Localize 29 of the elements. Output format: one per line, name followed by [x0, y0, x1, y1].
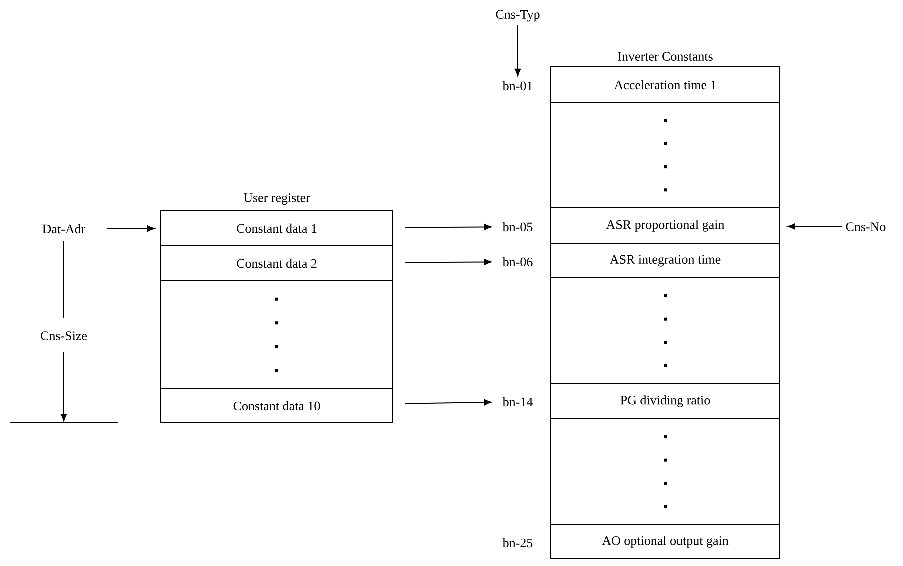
table-cell: Constant data 10 [160, 388, 394, 424]
signal-label: bn-14 [502, 397, 533, 407]
arrow [405, 259, 492, 266]
signal-label: bn-06 [502, 257, 533, 267]
ellipsis-cell [550, 278, 780, 384]
signal-label: Cns-No [846, 222, 886, 232]
ellipsis-cell [160, 280, 394, 390]
table-cell: ASR proportional gain [550, 208, 780, 244]
table-cell: ASR integration time [550, 244, 780, 278]
arrow [405, 224, 492, 230]
ellipsis-cell [550, 418, 780, 526]
table-cell: Constant data 1 [160, 210, 394, 246]
ellipsis-cell [550, 102, 780, 208]
node-label: User register [244, 194, 310, 206]
node-label: Inverter Constants [618, 52, 713, 62]
arrow [514, 24, 522, 76]
arrow [788, 224, 843, 230]
signal-label: Dat-Adr [42, 224, 86, 234]
signal-label: bn-01 [502, 81, 532, 91]
table-cell: PG dividing ratio [550, 384, 780, 420]
signal-label: bn-05 [502, 222, 533, 232]
table-cell: Acceleration time 1 [550, 66, 780, 104]
signal-label: bn-25 [502, 538, 533, 548]
arrow [106, 226, 155, 232]
dimension-label: Cns-Size [41, 332, 88, 340]
table-cell: AO optional output gain [550, 524, 780, 560]
arrow [405, 399, 492, 406]
signal-label: Cns-Typ [496, 10, 540, 22]
table-cell: Constant data 2 [160, 246, 394, 282]
